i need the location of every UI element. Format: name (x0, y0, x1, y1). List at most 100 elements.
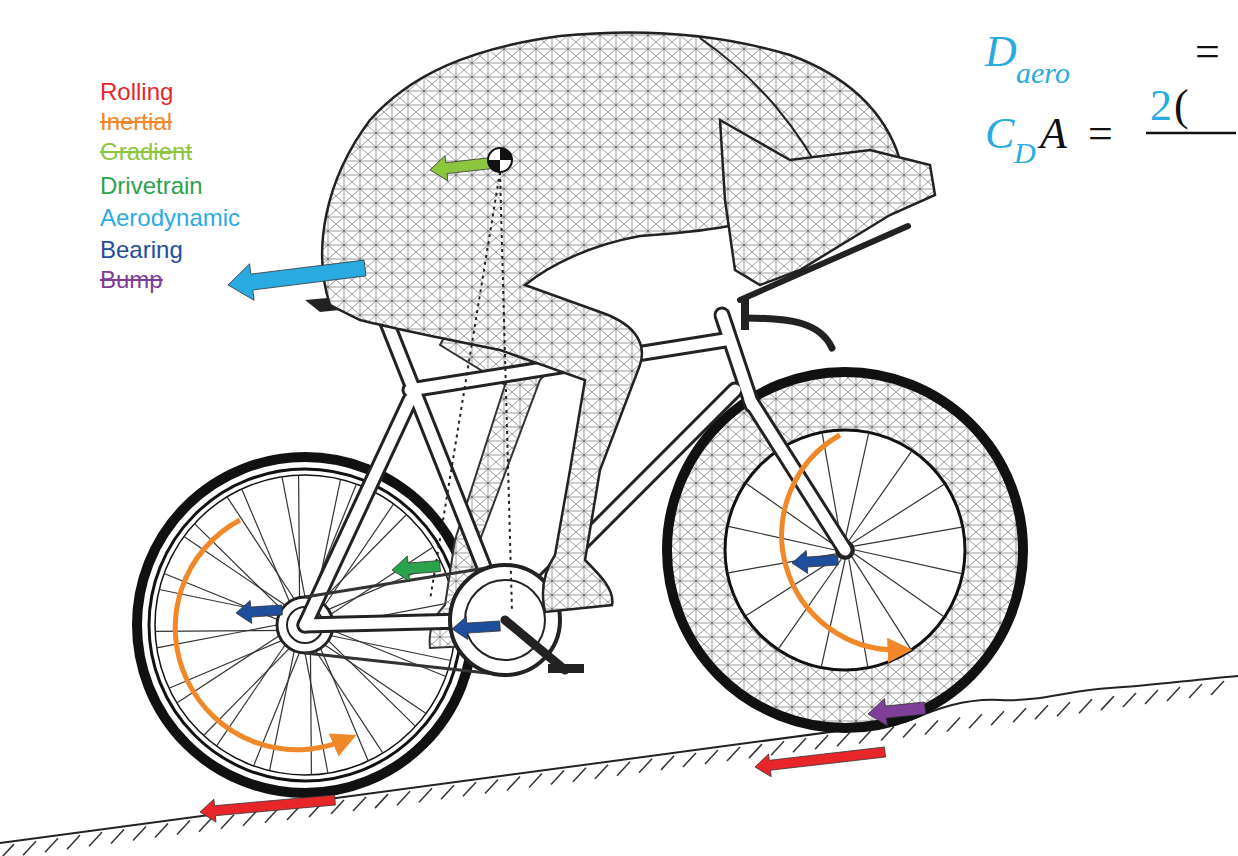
hatch-mark (1035, 705, 1048, 719)
spoke (318, 630, 416, 726)
inertial-arc (782, 435, 900, 650)
hatch-mark (441, 785, 454, 799)
rolling-arrow (200, 795, 335, 822)
spoke (821, 560, 845, 667)
equation-symbol: D (985, 30, 1017, 74)
hatch-mark (925, 720, 938, 734)
force-term: Gradient (100, 140, 192, 164)
bump-arrow (868, 698, 926, 725)
hatch-mark (177, 821, 190, 835)
force-term: Drivetrain (100, 174, 203, 198)
hatch-mark (243, 812, 256, 826)
equation-bracket: ( (1174, 84, 1189, 128)
hatch-mark (397, 791, 410, 805)
spoke (854, 527, 962, 546)
bearing-arrow (792, 551, 838, 574)
spoke (852, 484, 944, 543)
hatch-mark (1123, 693, 1136, 707)
force-term: Bump (100, 268, 163, 292)
spoke (855, 550, 962, 574)
hatch-mark (573, 768, 586, 782)
rider-body (322, 33, 901, 612)
drivetrain-arrow (392, 556, 441, 581)
hatch-mark (639, 759, 652, 773)
spoke (849, 451, 912, 540)
hatch-mark (199, 818, 212, 832)
centre-of-mass (488, 148, 512, 172)
equation-number: 2 (1150, 84, 1172, 128)
hatch-mark (529, 774, 542, 788)
hatch-mark (1079, 699, 1092, 713)
spoke (849, 559, 868, 667)
hatch-mark (771, 741, 784, 755)
spoke (227, 497, 302, 611)
base-bar (745, 318, 832, 348)
hatch-mark (1145, 690, 1158, 704)
hatch-mark (1057, 702, 1070, 716)
hatch-mark (67, 835, 80, 849)
hatch-mark (595, 765, 608, 779)
force-term: Inertial (100, 110, 172, 134)
ground-hatch (1, 681, 1224, 856)
hatch-mark (419, 788, 432, 802)
equation-operator: = (1195, 30, 1220, 74)
hatch-mark (45, 838, 58, 852)
hatch-mark (705, 750, 718, 764)
spoke (302, 639, 328, 774)
hatch-mark (353, 797, 366, 811)
hatch-mark (683, 753, 696, 767)
frame-tube (305, 400, 410, 625)
frame-tube (305, 400, 410, 625)
hatch-mark (727, 747, 740, 761)
hatch-mark (947, 717, 960, 731)
hatch-mark (617, 762, 630, 776)
equation-symbol: A (1040, 112, 1067, 156)
hatch-mark (463, 782, 476, 796)
hatch-mark (837, 732, 850, 746)
hatch-mark (749, 744, 762, 758)
spoke (845, 433, 869, 540)
front-wheel (667, 372, 1023, 728)
hatch-mark (1, 844, 14, 856)
equation-subscript: aero (1016, 58, 1070, 88)
force-term: Aerodynamic (100, 206, 240, 230)
aerodynamic-arrow (228, 260, 366, 300)
fraction-bar (1146, 132, 1236, 135)
hatch-mark (793, 738, 806, 752)
bearing-arrow (452, 617, 500, 640)
hatch-mark (1211, 681, 1224, 695)
hatch-mark (111, 829, 124, 843)
crank-arm (505, 620, 565, 670)
hatch-mark (133, 826, 146, 840)
hatch-mark (815, 735, 828, 749)
spoke (310, 638, 311, 775)
stem (741, 298, 749, 330)
spoke (313, 637, 426, 714)
hatch-mark (89, 832, 102, 846)
hatch-mark (1013, 708, 1026, 722)
spoke (184, 536, 297, 613)
pedal (548, 664, 584, 673)
spoke (282, 477, 308, 612)
rolling-arrow (755, 747, 886, 777)
spoke (852, 557, 911, 649)
rider-arm (720, 120, 935, 285)
hatch-mark (969, 714, 982, 728)
spoke (854, 554, 943, 617)
spoke (242, 489, 295, 615)
force-term: Bearing (100, 238, 183, 262)
hatch-mark (485, 779, 498, 793)
com-plumb-line (430, 172, 500, 600)
gradient-arrow (430, 156, 493, 181)
hatch-mark (507, 776, 520, 790)
equation-symbol: C (985, 112, 1014, 156)
hatch-mark (551, 771, 564, 785)
bearing-arrow (236, 601, 282, 624)
inertial-arc (175, 520, 345, 750)
ground-line (0, 676, 1238, 843)
hatch-mark (991, 711, 1004, 725)
hatch-mark (903, 723, 916, 737)
hatch-mark (1167, 687, 1180, 701)
force-arrows (200, 156, 926, 823)
